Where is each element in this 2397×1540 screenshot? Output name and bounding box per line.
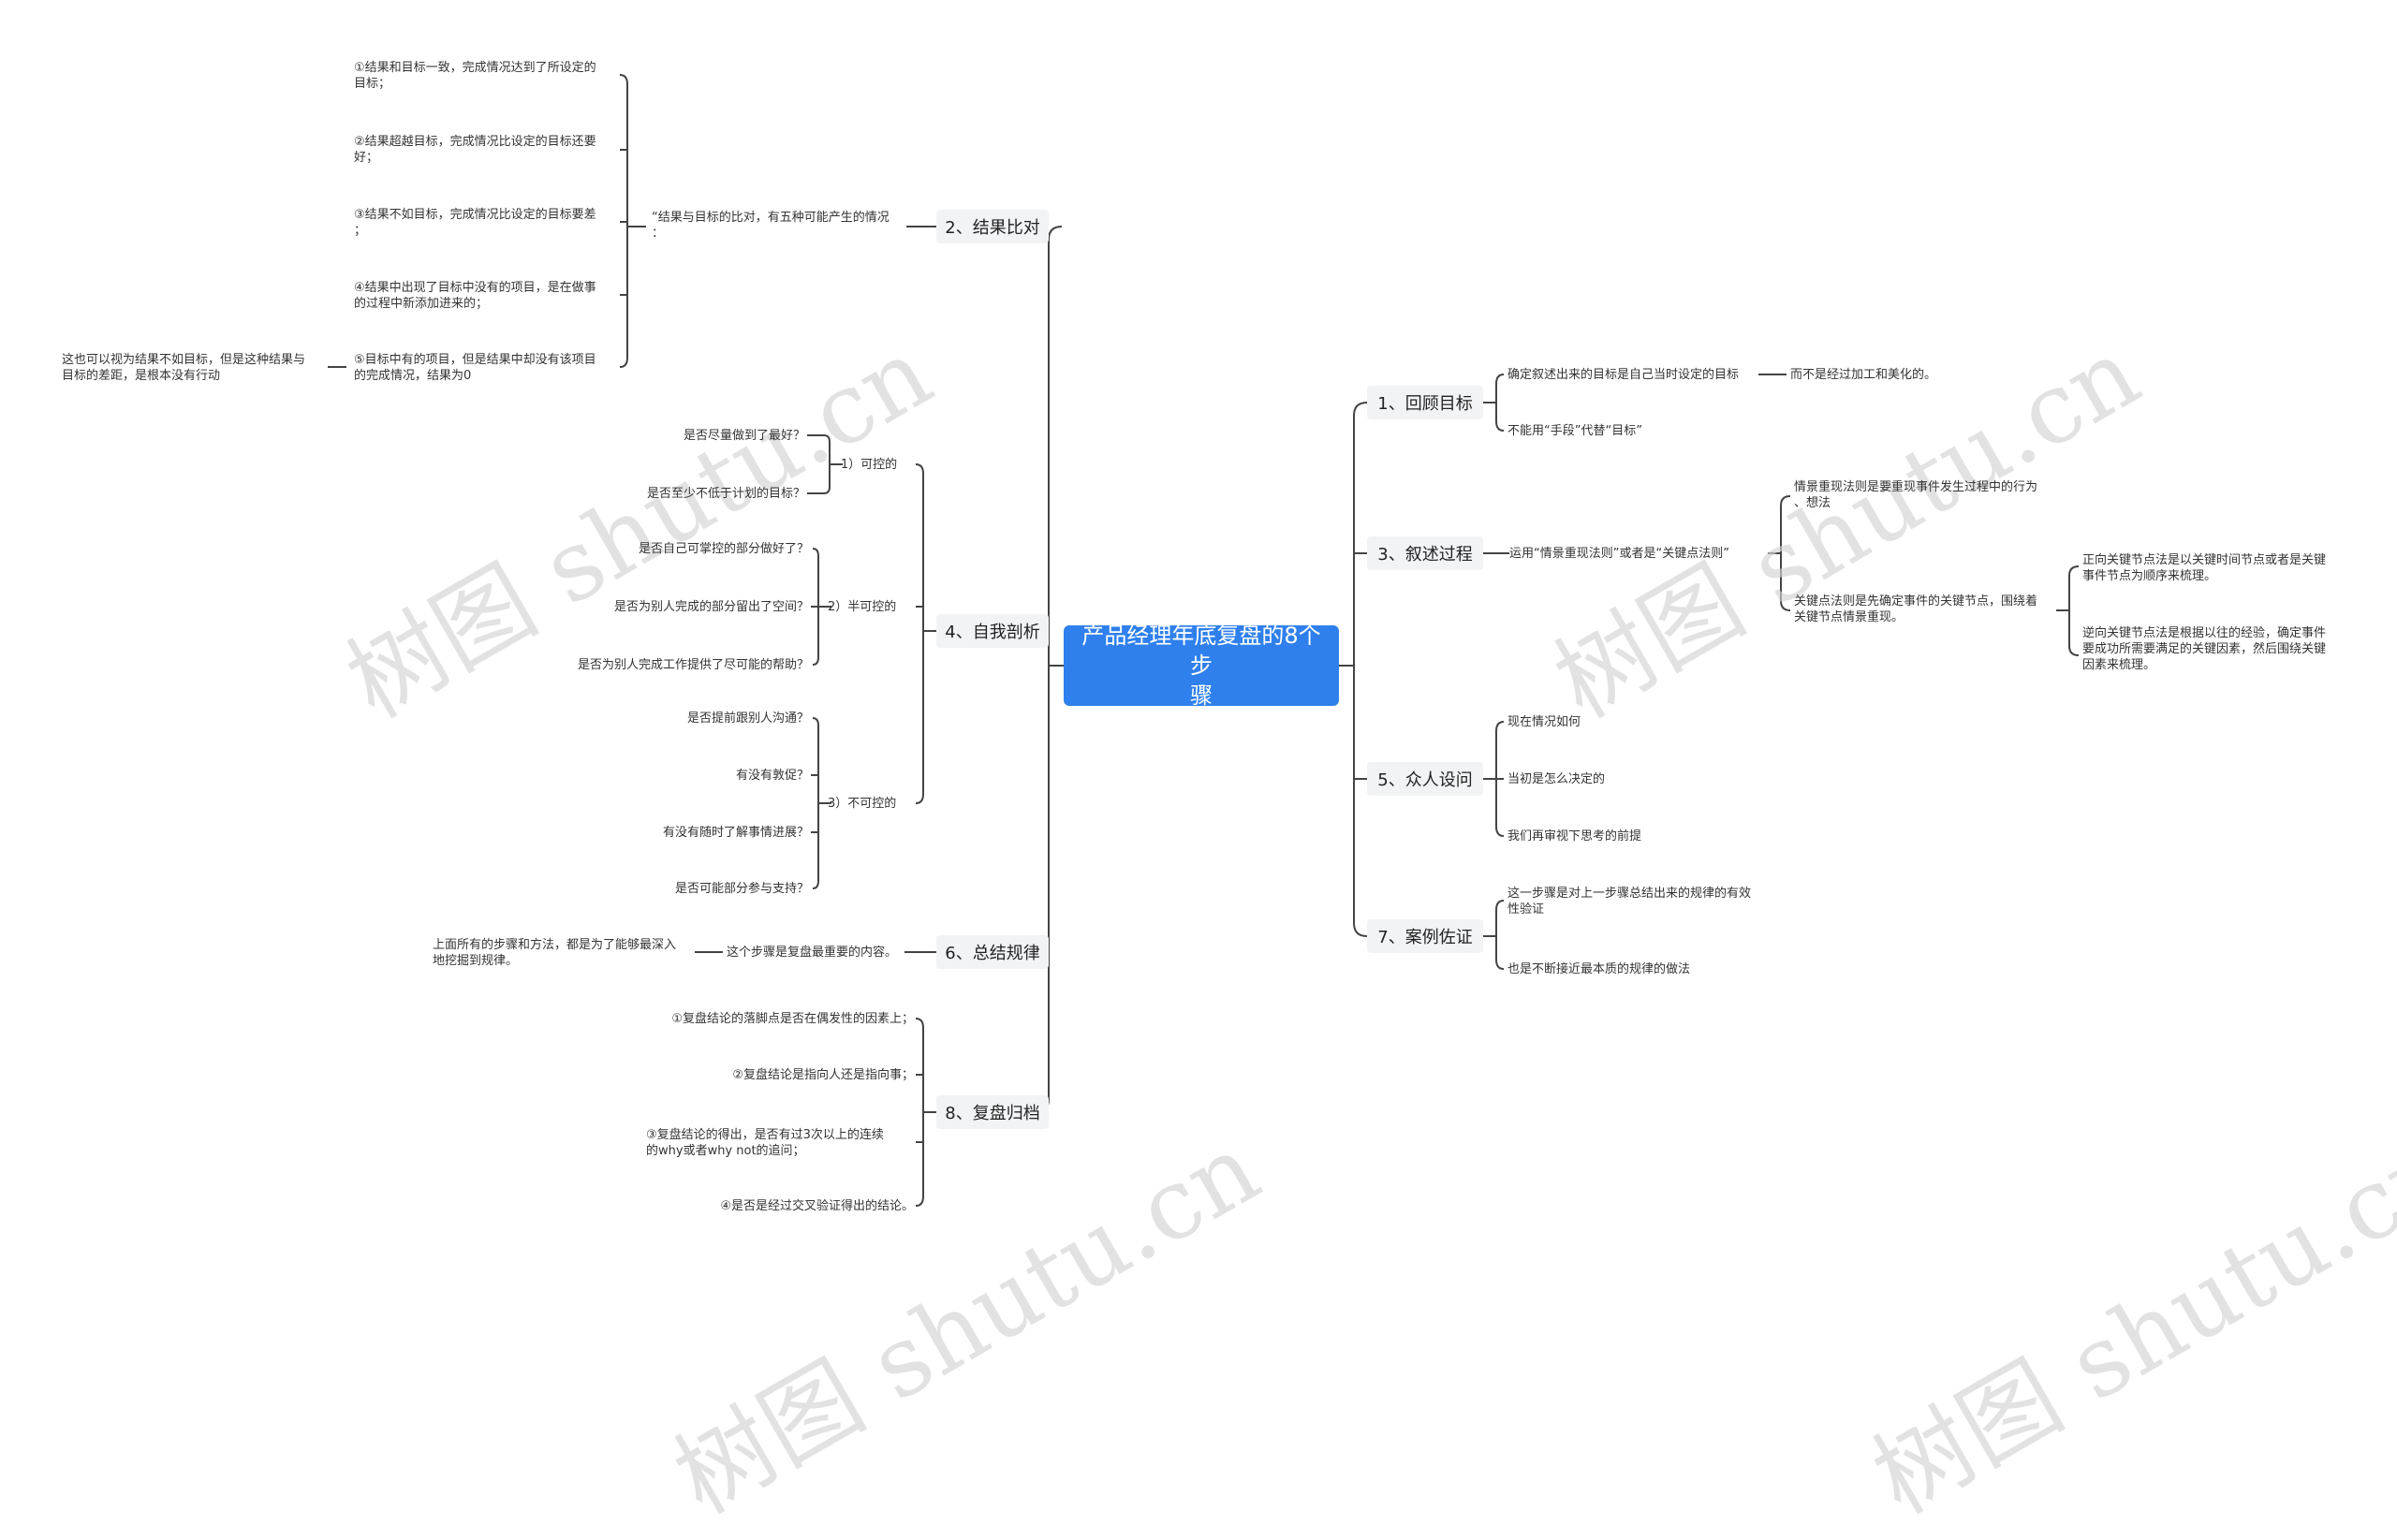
controllable-item[interactable]: 是否尽量做到了最好？ <box>683 429 805 443</box>
review-goal-item-2[interactable]: 不能用“手段”代替“目标” <box>1507 424 1642 438</box>
branch-review-goal[interactable]: 1、回顾目标 <box>1367 386 1483 419</box>
branch-case-verify[interactable]: 7、案例佐证 <box>1367 919 1483 953</box>
root-node[interactable]: 产品经理年底复盘的8个步 骤 <box>1064 623 1339 709</box>
archive-item-1[interactable]: ①复盘结论的落脚点是否在偶发性的因素上； <box>671 1012 914 1026</box>
self-analysis-group-controllable[interactable]: 1）可控的 <box>840 458 898 472</box>
case-verify-item-2[interactable]: 也是不断接近最本质的规律的做法 <box>1507 962 1691 976</box>
review-goal-item-1-child[interactable]: 而不是经过加工和美化的。 <box>1790 368 1937 382</box>
controllable-item[interactable]: 是否至少不低于计划的目标？ <box>646 487 805 501</box>
branch-self-analysis[interactable]: 4、自我剖析 <box>936 614 1049 648</box>
self-analysis-group-semi-controllable[interactable]: 2）半可控的 <box>828 600 897 614</box>
semi-controllable-item[interactable]: 是否自己可掌控的部分做好了？ <box>638 542 809 556</box>
narrate-process-item[interactable]: 运用“情景重现法则”或者是“关键点法则” <box>1509 547 1729 561</box>
result-case-5-note[interactable]: 这也可以视为结果不如目标，但是这种结果与目标的差距，是根本没有行动 <box>62 353 306 383</box>
result-case-5[interactable]: ⑤目标中有的项目，但是结果中却没有该项目的完成情况，结果为0 <box>354 353 596 383</box>
self-analysis-group-uncontrollable[interactable]: 3）不可控的 <box>828 797 897 811</box>
result-case-2[interactable]: ②结果超越目标，完成情况比设定的目标还要好； <box>354 135 596 165</box>
branch-group-questions[interactable]: 5、众人设问 <box>1367 762 1483 796</box>
result-case-4[interactable]: ④结果中出现了目标中没有的项目，是在做事的过程中新添加进来的； <box>354 281 596 311</box>
branch-archive[interactable]: 8、复盘归档 <box>936 1095 1049 1129</box>
branch-summarize-rules[interactable]: 6、总结规律 <box>936 935 1049 969</box>
semi-controllable-item[interactable]: 是否为别人完成工作提供了尽可能的帮助？ <box>577 658 809 672</box>
summarize-rules-note[interactable]: 上面所有的步骤和方法，都是为了能够最深入地挖掘到规律。 <box>433 938 677 968</box>
reverse-key-point-method[interactable]: 逆向关键节点法是根据以往的经验，确定事件要成功所需要满足的关键因素，然后围绕关键… <box>2082 626 2327 672</box>
semi-controllable-item[interactable]: 是否为别人完成的部分留出了空间？ <box>613 600 809 614</box>
uncontrollable-item[interactable]: 是否提前跟别人沟通？ <box>686 711 809 726</box>
uncontrollable-item[interactable]: 有没有随时了解事情进展？ <box>662 826 809 840</box>
result-case-3[interactable]: ③结果不如目标，完成情况比设定的目标要差； <box>354 208 596 238</box>
uncontrollable-item[interactable]: 是否可能部分参与支持？ <box>674 882 809 896</box>
review-goal-item-1[interactable]: 确定叙述出来的目标是自己当时设定的目标 <box>1507 368 1740 382</box>
result-compare-intro[interactable]: “结果与目标的比对，有五种可能产生的情况： <box>652 211 890 241</box>
uncontrollable-item[interactable]: 有没有敦促？ <box>735 769 809 783</box>
branch-narrate-process[interactable]: 3、叙述过程 <box>1367 536 1483 570</box>
group-question-item[interactable]: 当初是怎么决定的 <box>1507 772 1606 786</box>
group-question-item[interactable]: 我们再审视下思考的前提 <box>1507 829 1642 843</box>
archive-item-4[interactable]: ④是否是经过交叉验证得出的结论。 <box>720 1199 914 1213</box>
scene-reenact-rule[interactable]: 情景重现法则是要重现事件发生过程中的行为、想法 <box>1794 480 2038 510</box>
forward-key-point-method[interactable]: 正向关键节点法是以关键时间节点或者是关键事件节点为顺序来梳理。 <box>2082 553 2327 583</box>
archive-item-2[interactable]: ②复盘结论是指向人还是指向事； <box>732 1068 914 1082</box>
branch-result-compare[interactable]: 2、结果比对 <box>936 210 1049 243</box>
root-title-line: 骤 <box>1190 682 1213 709</box>
case-verify-item-1[interactable]: 这一步骤是对上一步骤总结出来的规律的有效性验证 <box>1507 887 1752 917</box>
group-question-item[interactable]: 现在情况如何 <box>1507 715 1581 729</box>
result-case-1[interactable]: ①结果和目标一致，完成情况达到了所设定的目标； <box>354 61 596 91</box>
key-point-rule[interactable]: 关键点法则是先确定事件的关键节点，围绕着关键节点情景重现。 <box>1794 594 2038 624</box>
connector-lines <box>328 74 2080 1207</box>
root-title-line: 产品经理年底复盘的8个步 <box>1081 623 1321 679</box>
archive-item-3[interactable]: ③复盘结论的得出，是否有过3次以上的连续的why或者why not的追问； <box>646 1128 884 1158</box>
summarize-rules-item[interactable]: 这个步骤是复盘最重要的内容。 <box>727 946 898 960</box>
